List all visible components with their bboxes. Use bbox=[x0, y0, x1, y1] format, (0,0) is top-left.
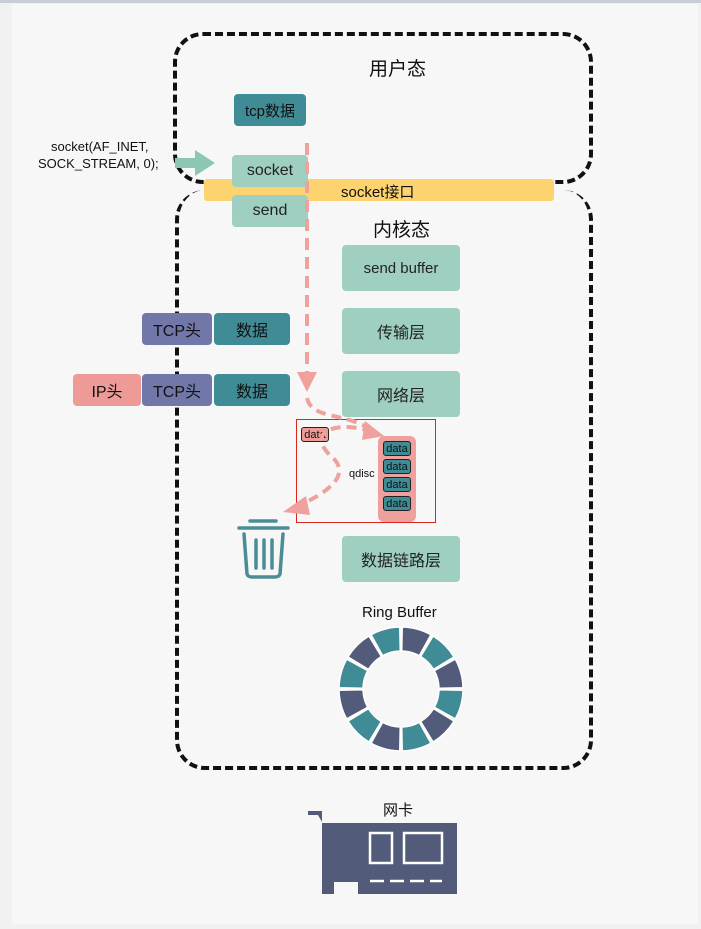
network-card-icon bbox=[308, 811, 457, 894]
window-top-strip bbox=[0, 0, 701, 3]
data-flow-arrowhead bbox=[297, 372, 317, 392]
queue-data-packet: data bbox=[383, 477, 411, 492]
qdisc-highlight-frame bbox=[296, 419, 436, 523]
data-segment: 数据 bbox=[214, 313, 290, 345]
ring-buffer-slot bbox=[370, 721, 402, 752]
queue-data-packet: data bbox=[383, 496, 411, 511]
socket-call-line1: socket(AF_INET, bbox=[51, 139, 149, 154]
data-segment: 数据 bbox=[214, 374, 290, 406]
ring-buffer-slot bbox=[400, 626, 432, 657]
ring-buffer-slot bbox=[433, 688, 464, 720]
ring-buffer-slot bbox=[346, 634, 383, 671]
ring-buffer-slot bbox=[346, 707, 383, 744]
ring-buffer-label: Ring Buffer bbox=[362, 604, 437, 621]
ring-buffer-slot bbox=[419, 707, 456, 744]
tcp-data-box: tcp数据 bbox=[234, 94, 306, 126]
send-buffer-layer: send buffer bbox=[342, 245, 460, 291]
kernel-space-title: 内核态 bbox=[373, 220, 431, 241]
socket-call-line2: SOCK_STREAM, 0); bbox=[38, 156, 159, 171]
right-arrow-icon bbox=[175, 150, 215, 176]
ring-buffer-slot bbox=[370, 626, 402, 657]
ring-buffer-slot bbox=[400, 721, 432, 752]
queue-data-packet: data bbox=[383, 459, 411, 474]
ring-buffer-slot bbox=[433, 658, 464, 690]
ring-buffer-slot bbox=[338, 658, 369, 690]
drop-arrow bbox=[299, 425, 373, 507]
network-layer: 网络层 bbox=[342, 371, 460, 417]
socket-interface-label: socket接口 bbox=[341, 184, 415, 201]
send-box: send bbox=[232, 195, 308, 227]
transport-layer: 传输层 bbox=[342, 308, 460, 354]
ring-buffer-slot bbox=[338, 688, 369, 720]
socket-box: socket bbox=[232, 155, 308, 187]
tcp-header-segment: TCP头 bbox=[142, 313, 212, 345]
ring-buffer-slot bbox=[419, 634, 456, 671]
kernel-space-region bbox=[175, 190, 593, 770]
ring-buffer-graphic bbox=[338, 626, 464, 752]
datalink-layer: 数据链路层 bbox=[342, 536, 460, 582]
user-space-title: 用户态 bbox=[369, 59, 427, 80]
ip-header-segment: IP头 bbox=[73, 374, 141, 406]
tcp-header-segment: TCP头 bbox=[142, 374, 212, 406]
trash-icon bbox=[237, 519, 290, 579]
enqueue-arrow bbox=[305, 397, 374, 432]
nic-label: 网卡 bbox=[383, 802, 414, 819]
queue-data-packet: data bbox=[383, 441, 411, 456]
qdisc-label: qdisc bbox=[349, 468, 375, 480]
